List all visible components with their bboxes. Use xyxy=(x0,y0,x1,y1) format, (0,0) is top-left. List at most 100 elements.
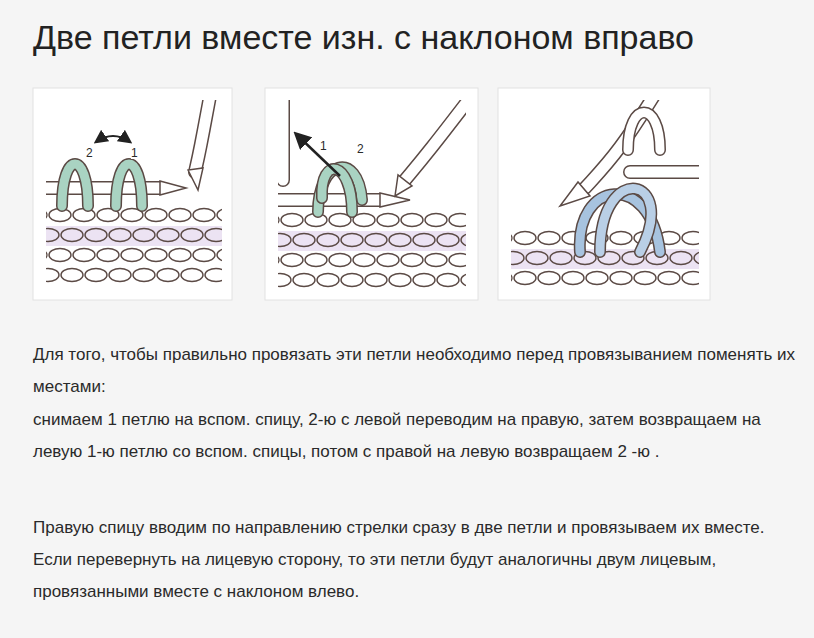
stitch xyxy=(682,272,699,285)
stitch xyxy=(682,232,699,245)
stitch xyxy=(278,274,291,287)
stitch xyxy=(461,234,466,247)
stitch xyxy=(550,252,572,265)
loop xyxy=(116,164,142,206)
fabric-row xyxy=(511,269,699,289)
stitch xyxy=(193,209,215,222)
stitch xyxy=(109,269,131,282)
stitch xyxy=(181,269,203,282)
stitch xyxy=(49,249,71,262)
panel-art xyxy=(46,100,222,286)
loop xyxy=(322,169,352,212)
loop xyxy=(116,164,142,206)
loop xyxy=(628,113,660,151)
stitch xyxy=(365,274,387,287)
needle xyxy=(195,100,210,172)
stitch xyxy=(46,209,47,222)
fabric-row xyxy=(278,251,466,271)
stitch xyxy=(278,234,291,247)
callout-number: 2 xyxy=(86,147,93,159)
stitch xyxy=(133,229,155,242)
needle xyxy=(405,100,466,180)
stitch xyxy=(389,274,411,287)
stitch xyxy=(449,214,466,227)
needle xyxy=(278,100,289,180)
stitch xyxy=(365,234,387,247)
stitch xyxy=(511,272,512,285)
stitch xyxy=(511,232,512,245)
fabric-row xyxy=(46,266,222,286)
fabric-row xyxy=(511,289,699,290)
stitch xyxy=(586,272,608,285)
needle xyxy=(630,167,699,178)
stitch xyxy=(538,272,560,285)
stitch xyxy=(526,252,548,265)
fabric-row xyxy=(46,206,222,226)
callout-number: 1 xyxy=(131,147,138,159)
stitch xyxy=(85,229,107,242)
stitch xyxy=(329,254,351,267)
needle-tip xyxy=(188,168,203,190)
stitch xyxy=(217,209,222,222)
stitch xyxy=(46,269,59,282)
stitch xyxy=(538,232,560,245)
stitch xyxy=(341,234,363,247)
stitch xyxy=(425,254,447,267)
stitch xyxy=(293,234,315,247)
stitch xyxy=(169,249,191,262)
stitch xyxy=(133,269,155,282)
stitch xyxy=(610,232,632,245)
stitch xyxy=(634,272,656,285)
fabric-row xyxy=(46,226,222,246)
body-paragraph: Правую спицу вводим по направлению стрел… xyxy=(33,512,803,608)
fabric-row xyxy=(278,231,466,251)
loop xyxy=(322,169,352,212)
stitch xyxy=(401,254,423,267)
stitch xyxy=(377,254,399,267)
stitch xyxy=(562,272,584,285)
needle xyxy=(630,165,699,179)
needle xyxy=(278,100,290,180)
fabric-row xyxy=(278,271,466,290)
stitch xyxy=(157,229,179,242)
needle-tip xyxy=(560,182,590,206)
page-title: Две петли вместе изн. с наклоном вправо xyxy=(33,18,694,57)
stitch xyxy=(281,214,303,227)
stitch xyxy=(205,229,222,242)
stitch xyxy=(217,249,222,262)
stitch xyxy=(514,232,536,245)
stitch xyxy=(317,274,339,287)
stitch xyxy=(437,274,459,287)
stitch xyxy=(305,254,327,267)
loop xyxy=(62,164,88,206)
stitch xyxy=(281,254,303,267)
stitch xyxy=(413,274,435,287)
needle xyxy=(195,100,210,172)
stitch xyxy=(401,214,423,227)
stitch xyxy=(670,252,692,265)
panel-art xyxy=(278,100,466,290)
stitch xyxy=(293,274,315,287)
stitch xyxy=(85,269,107,282)
stitch xyxy=(413,234,435,247)
stitch xyxy=(437,234,459,247)
stitch xyxy=(61,229,83,242)
stitch xyxy=(317,234,339,247)
stitch xyxy=(389,234,411,247)
panel xyxy=(265,88,478,300)
fabric-row xyxy=(278,211,466,231)
panel-art xyxy=(511,100,699,290)
stitch xyxy=(193,249,215,262)
stitch xyxy=(425,214,447,227)
stitch xyxy=(169,209,191,222)
body-paragraph: снимаем 1 петлю на вспом. спицу, 2-ю с л… xyxy=(33,404,803,468)
stitch xyxy=(377,214,399,227)
stitch xyxy=(145,209,167,222)
swap-arrow xyxy=(96,136,130,142)
fabric-row xyxy=(46,246,222,266)
needle-tip xyxy=(160,181,186,195)
loop xyxy=(318,167,362,212)
stitch xyxy=(341,274,363,287)
loop xyxy=(600,189,651,252)
